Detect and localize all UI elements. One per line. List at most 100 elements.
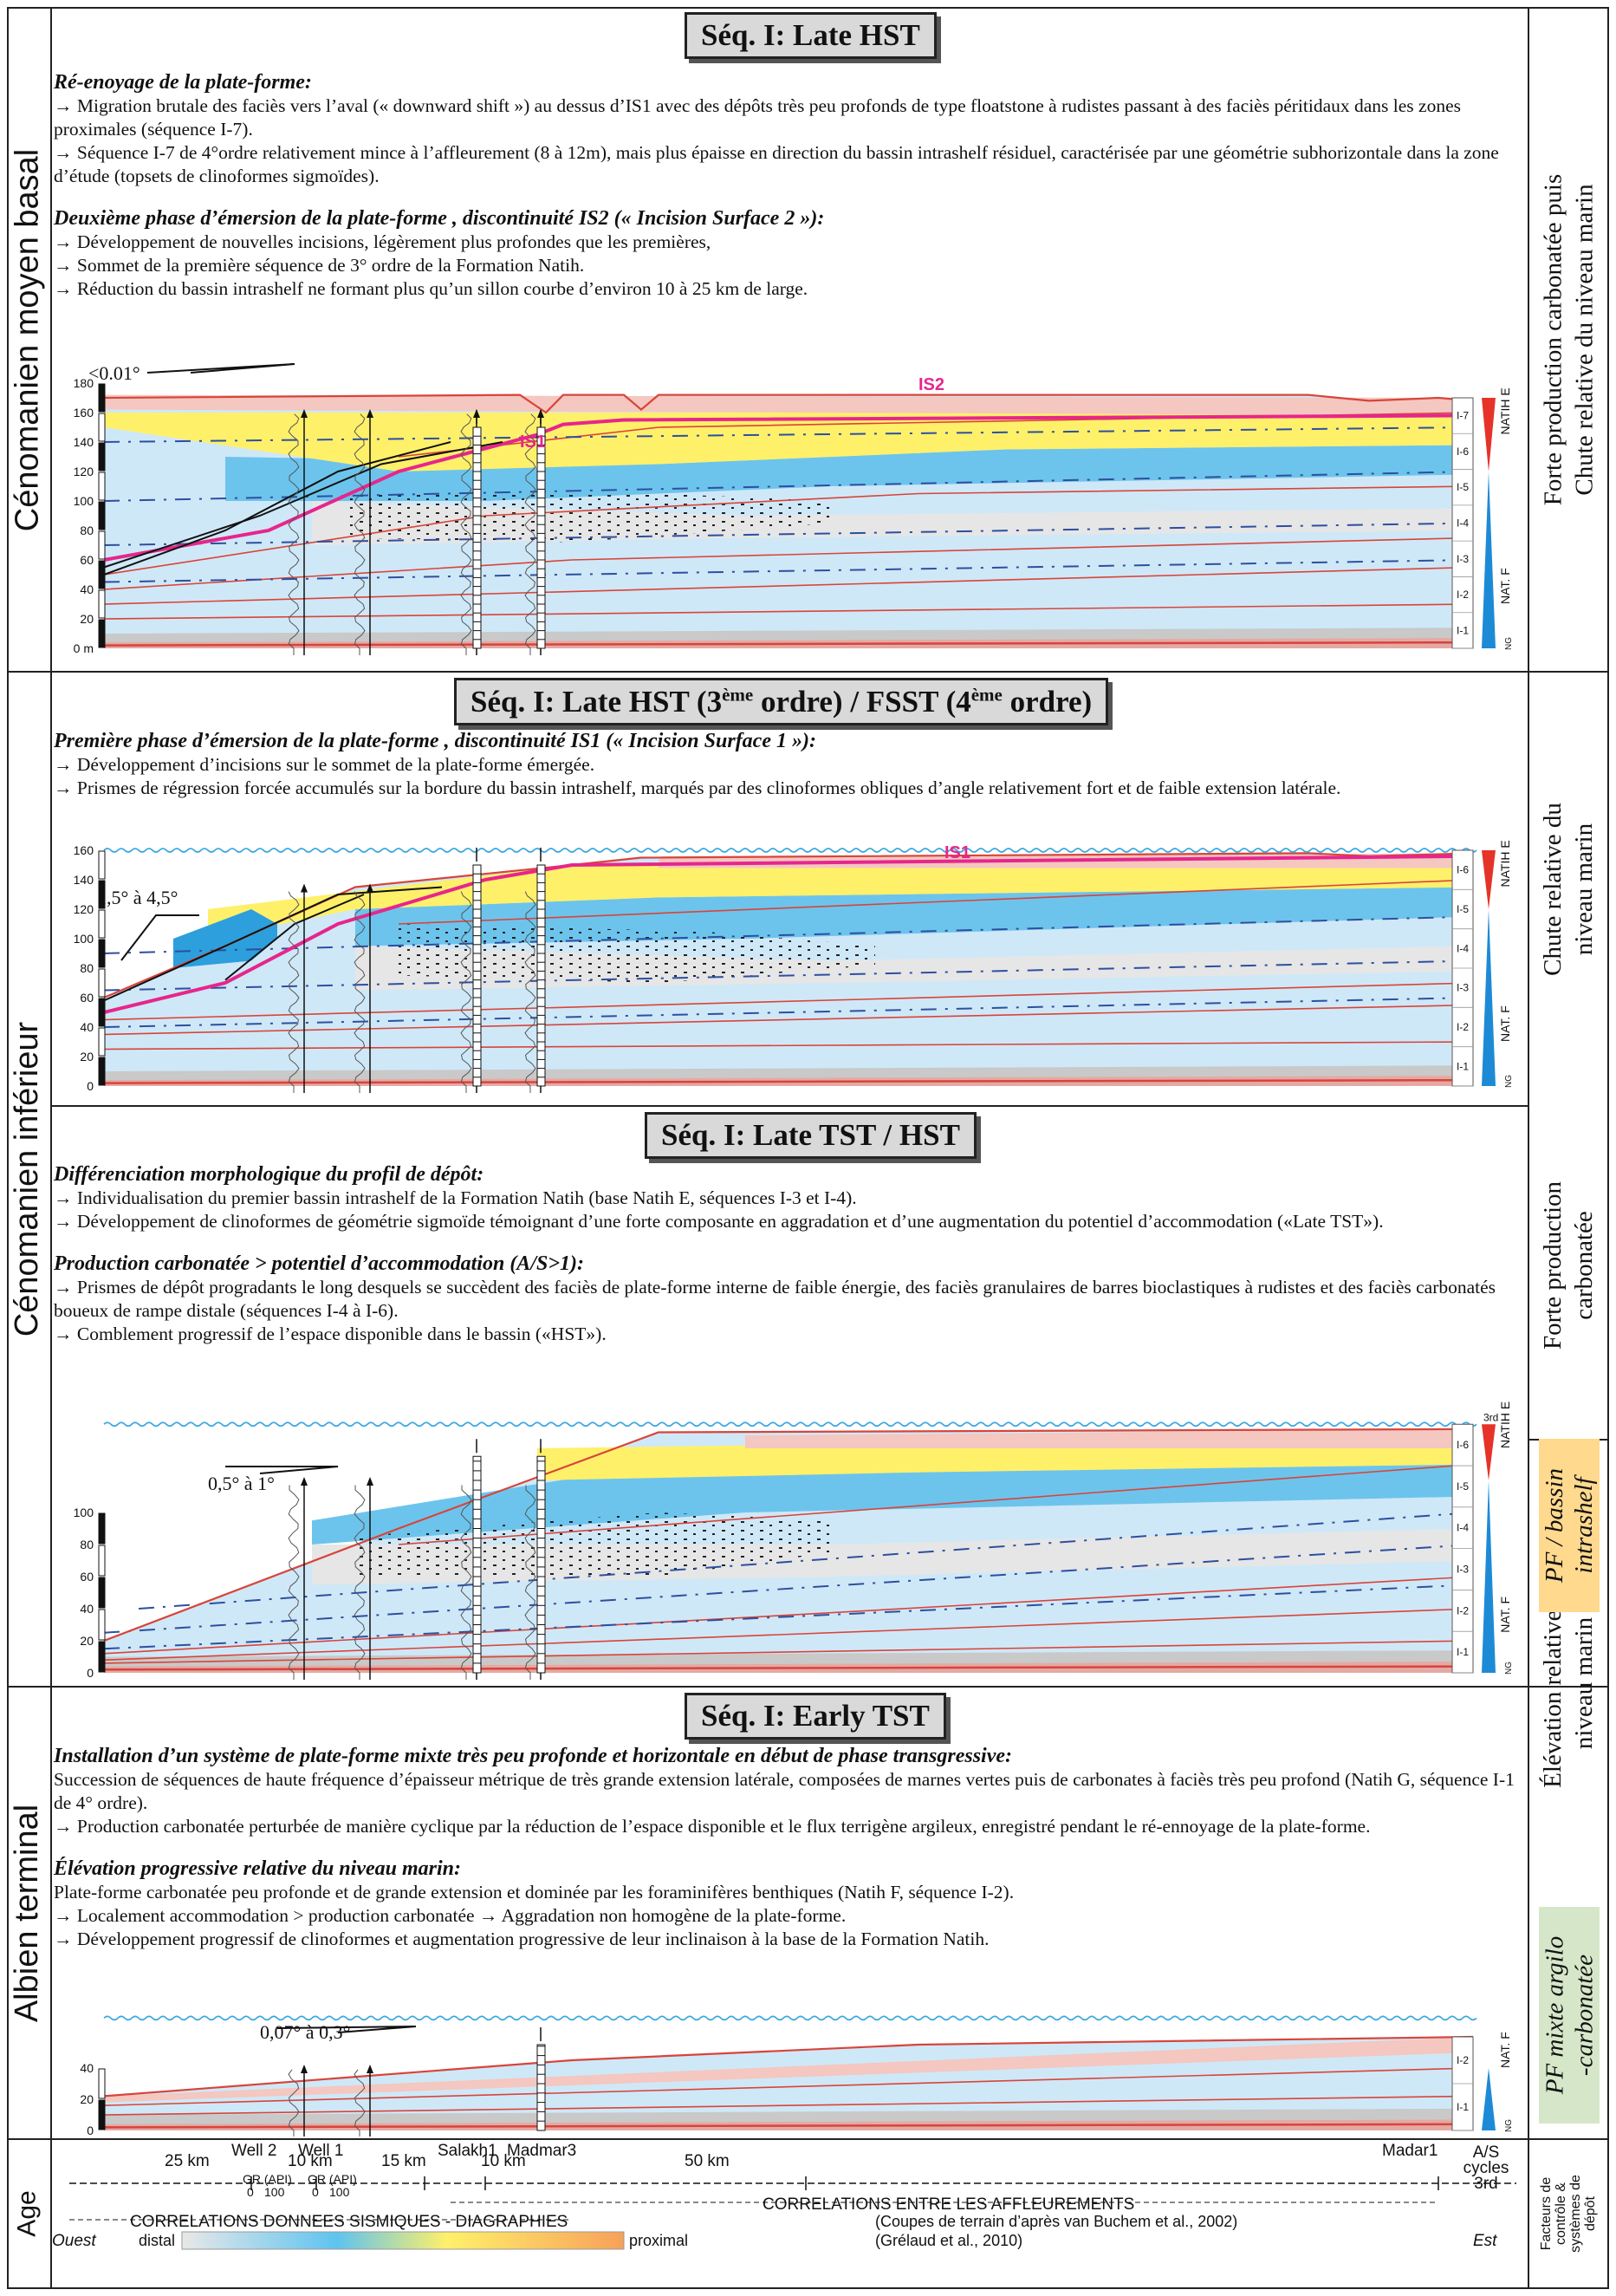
paragraph-text: → Développement progressif de clinoforme… [54,1929,990,1949]
left-column-divider [50,7,52,2289]
well-arrow [367,409,373,418]
well-name: Salakh1 [438,2142,497,2160]
y-tick-label: 100 [74,1506,94,1519]
gamma-log [354,413,366,655]
well-arrow [367,1477,373,1486]
paragraph-heading: Différenciation morphologique du profil … [54,1163,484,1186]
y-axis-segment [98,850,106,880]
outcrop-section [472,426,482,649]
y-tick-label: 20 [80,612,94,626]
section-divider-3 [7,1686,1609,1688]
paragraph-heading: Installation d’un système de plate-forme… [54,1745,1012,1767]
natih-f-label: NAT. F [1498,1597,1512,1633]
gamma-log [524,891,536,1093]
sequence-label: I-4 [1457,942,1469,954]
control-text: niveau marin [1570,823,1598,956]
control-text: Forte production carbonatée puis [1539,173,1567,506]
natih-e-label: NATIH E [1498,387,1512,434]
angle-indicator [120,914,199,961]
sequence-label: I-6 [1457,446,1469,458]
natih-g-label: NG [1504,1662,1514,1675]
paragraph-text: → Développement de clinoformes de géomét… [54,1211,1384,1232]
distance-label: 10 km [288,2152,333,2170]
max-flooding-line [103,522,1474,546]
sequence-label: I-2 [1457,1604,1469,1616]
seismic-correlation-label: CORRELATIONS DONNEES SISMIQUES - DIAGRAP… [130,2213,568,2231]
paragraph-gap [54,188,1527,207]
west-label: Ouest [52,2232,96,2250]
control-text: Facteurs de [1539,2176,1554,2251]
sequence-boundary [398,1463,1474,1545]
control-text: Forte production [1539,1181,1567,1350]
y-tick-label: 0 [87,2124,94,2137]
well-name: Madmar3 [507,2142,576,2160]
facies-fill [104,2037,1473,2103]
gamma-log [288,891,300,1093]
top-surface [103,1428,1474,1642]
sequence-boundary [103,2067,1474,2106]
control-text: carbonatée [1570,1211,1599,1320]
natih-g-label: NG [1504,1075,1514,1088]
natih-g-label: NG [1504,2119,1514,2132]
facies-fill [399,924,875,983]
section-divider-1 [7,671,1609,673]
y-axis-segment [98,2068,106,2099]
y-tick-label: 100 [74,494,94,508]
gamma-log [460,413,472,655]
sequence-label: I-1 [1457,2101,1469,2113]
max-flooding-line [103,915,1474,954]
paragraph-text: → Prismes de dépôt progradants le long d… [54,1277,1496,1321]
outcrop-correlation-label: CORRELATIONS ENTRE LES AFFLEUREMENTS [763,2195,1134,2214]
y-tick-label: 0 [87,1666,94,1680]
distance-label: 25 km [165,2152,210,2170]
facies-color-scale [181,2231,625,2250]
transgressive-triangle [1482,472,1496,648]
sequence-label: I-3 [1457,982,1469,994]
right-column-divider [1528,7,1529,2289]
tag-text: intrashelf [1570,1477,1598,1574]
y-tick-label: 80 [80,961,94,975]
paragraph-heading: Ré-enoyage de la plate-forme: [54,71,312,94]
max-flooding-line [103,426,1474,443]
sequence-label: I-7 [1457,410,1469,422]
sequence-label: I-1 [1457,1646,1469,1658]
sea-level [103,1421,1477,1428]
title-text: Séq. I: Late HST (3ème ordre) / FSST (4è… [471,684,1093,719]
section-text: Ré-enoyage de la plate-forme:→ Migration… [54,71,1527,301]
well-name: Well 1 [298,2142,343,2160]
facies-fill [173,909,277,968]
cycle-order-label: 3rd [1483,1411,1498,1423]
gamma-log [288,2069,300,2137]
distance-label: 15 km [381,2152,426,2170]
distal-label: distal [139,2232,175,2249]
gr-label: GR (API) [308,2172,357,2186]
y-axis-segment [98,1577,106,1609]
sequence-label: I-2 [1457,1021,1469,1033]
surface-label: IS2 [918,375,944,394]
section-title: Séq. I: Early TST [685,1693,946,1740]
angle-label: 1,5° à 4,5° [97,887,178,908]
facies-fill [208,865,1473,939]
natih-f-label: NAT. F [1498,568,1512,604]
well-arrow [367,2065,373,2073]
surface-label: IS1 [520,433,546,452]
tag-text: PF mixte argilo [1541,1935,1568,2095]
control-text: Chute relative du niveau marin [1570,184,1598,496]
tag-pf-mixte: PF mixte argilo-carbonatée [1539,1907,1600,2124]
y-tick-label: 40 [80,582,94,596]
cycles-label: cycles [1463,2159,1509,2177]
cycles-label: A/S [1473,2143,1500,2162]
clinoform-line [103,441,451,576]
base-surface [103,2123,1474,2129]
clinoform-line [103,886,443,1002]
y-tick-label: 120 [74,465,94,478]
sequence-column [1451,397,1474,649]
distance-label: 50 km [685,2152,730,2170]
tag-text: -carbonatée [1570,1954,1598,2077]
clinoform-line [224,894,365,981]
